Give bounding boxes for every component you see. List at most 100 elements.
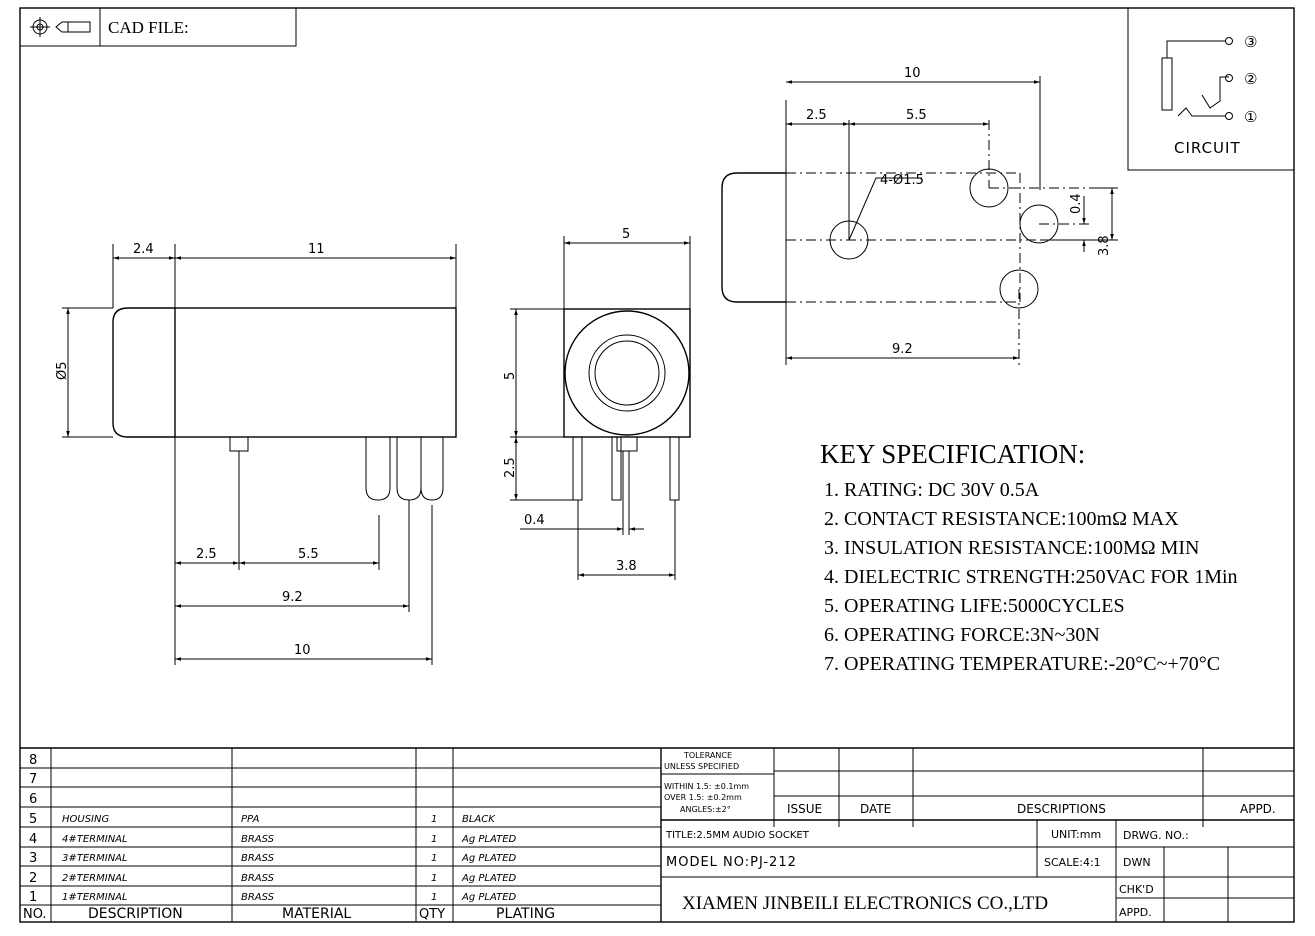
dim-top-5-5: 5.5 [906,108,927,123]
spec-item: 5. OPERATING LIFE:5000CYCLES [824,595,1125,617]
svg-text:Ag PLATED: Ag PLATED [461,892,517,903]
key-specification: KEY SPECIFICATION: 1. RATING: DC 30V 0.5… [820,439,1238,675]
svg-text:7: 7 [29,772,37,787]
dim-top-span: 3.8 [1097,235,1112,256]
spec-item: 6. OPERATING FORCE:3N~30N [824,624,1100,646]
svg-text:1: 1 [431,834,437,845]
tolerance-over: OVER 1.5: ±0.2mm [664,793,742,802]
svg-text:1: 1 [29,890,37,905]
dim-side-10: 10 [294,643,311,658]
circuit-label: CIRCUIT [1174,139,1241,157]
tolerance-heading: TOLERANCE [683,751,732,760]
dim-top-total: 10 [904,66,921,81]
drawn-by-label: DWN [1123,856,1151,869]
dim-diameter: Ø5 [55,361,70,380]
svg-text:8: 8 [29,753,37,768]
company-name: XIAMEN JINBEILI ELECTRONICS CO.,LTD [682,893,1048,914]
approved-by-label: APPD. [1119,906,1152,919]
spec-item: 1. RATING: DC 30V 0.5A [824,479,1040,501]
table-row: 4 4#TERMINAL BRASS 1 Ag PLATED [29,832,517,847]
bom-header-row: NO. DESCRIPTION MATERIAL QTY PLATING [23,906,555,922]
header-plating: PLATING [496,906,555,922]
date-label: DATE [860,802,891,816]
svg-text:BLACK: BLACK [462,814,496,825]
dim-top-9-2: 9.2 [892,342,913,357]
spec-item: 3. INSULATION RESISTANCE:100MΩ MIN [824,537,1200,559]
table-row: 3 3#TERMINAL BRASS 1 Ag PLATED [29,851,517,866]
svg-text:Ag PLATED: Ag PLATED [461,873,517,884]
unit-label: UNIT:mm [1051,828,1101,841]
dim-hole-callout: 4-Ø1.5 [880,173,924,188]
svg-text:1: 1 [431,873,437,884]
side-view: 2.4 11 Ø5 2.5 5.5 9.2 10 [55,242,457,665]
spec-heading: KEY SPECIFICATION: [820,439,1085,469]
svg-text:2#TERMINAL: 2#TERMINAL [62,873,128,884]
svg-text:2: 2 [29,871,37,886]
dim-front-width: 5 [622,227,630,242]
svg-text:3#TERMINAL: 3#TERMINAL [62,853,128,864]
header-material: MATERIAL [282,906,351,922]
tolerance-within: WITHIN 1.5: ±0.1mm [664,782,749,791]
table-row: 7 [29,772,37,787]
svg-text:6: 6 [29,792,37,807]
svg-text:Ag PLATED: Ag PLATED [461,853,517,864]
model-number: MODEL NO:PJ-212 [666,855,797,870]
cad-file-label: CAD FILE: [108,18,189,37]
issue-label: ISSUE [787,802,822,816]
svg-text:BRASS: BRASS [241,892,275,903]
sheet-border [19,7,1295,923]
circuit-pin-1: ① [1244,108,1257,126]
table-row: 8 [29,753,37,768]
cad-header: CAD FILE: [19,7,297,47]
bom-table: 8 7 6 5 HOUSING PPA 1 BLACK [20,747,1294,922]
table-row: 6 [29,792,37,807]
svg-text:BRASS: BRASS [241,853,275,864]
dim-side-5-5: 5.5 [298,547,319,562]
dim-front-height: 5 [503,372,518,380]
table-row: 2 2#TERMINAL BRASS 1 Ag PLATED [29,871,517,886]
table-row: 5 HOUSING PPA 1 BLACK [29,812,496,827]
svg-text:4: 4 [29,832,37,847]
dim-pin-span: 3.8 [616,559,637,574]
header-no: NO. [23,907,47,922]
svg-text:3: 3 [29,851,37,866]
scale-label: SCALE:4:1 [1044,856,1101,869]
title-block: TOLERANCE UNLESS SPECIFIED WITHIN 1.5: ±… [661,748,1294,922]
spec-item: 4. DIELECTRIC STRENGTH:250VAC FOR 1Min [824,566,1238,588]
svg-text:BRASS: BRASS [241,873,275,884]
svg-text:5: 5 [29,812,37,827]
descriptions-label: DESCRIPTIONS [1017,802,1106,816]
table-row: 1 1#TERMINAL BRASS 1 Ag PLATED [29,890,517,905]
circuit-box: ③ ② ① CIRCUIT [1127,7,1295,171]
header-description: DESCRIPTION [88,906,183,922]
svg-text:1: 1 [431,853,437,864]
svg-text:4#TERMINAL: 4#TERMINAL [62,834,128,845]
checked-by-label: CHK'D [1119,883,1154,896]
front-view: 5 5 2.5 0.4 3.8 [503,227,691,580]
svg-text:1#TERMINAL: 1#TERMINAL [62,892,128,903]
drawing-number-label: DRWG. NO.: [1123,829,1189,842]
tolerance-note: UNLESS SPECIFIED [664,762,739,771]
top-view: 10 2.5 5.5 4-Ø1.5 0.4 3.8 9.2 [721,66,1118,365]
svg-text:PPA: PPA [241,814,260,825]
tolerance-angles: ANGLES:±2° [680,805,731,814]
spec-item: 2. CONTACT RESISTANCE:100mΩ MAX [824,508,1179,530]
circuit-pin-3: ③ [1244,33,1257,51]
svg-text:Ag PLATED: Ag PLATED [461,834,517,845]
dim-pin-length: 2.5 [503,457,518,478]
projection-symbol-icon [30,17,91,37]
dim-body-length: 11 [308,242,325,257]
svg-text:HOUSING: HOUSING [62,814,109,825]
drawing-title: TITLE:2.5MM AUDIO SOCKET [665,830,810,841]
svg-text:1: 1 [431,814,437,825]
dim-pin-width: 0.4 [524,513,545,528]
dim-side-2-5: 2.5 [196,547,217,562]
dim-top-2-5: 2.5 [806,108,827,123]
dim-side-9-2: 9.2 [282,590,303,605]
dim-top-offset: 0.4 [1069,193,1084,214]
circuit-pin-2: ② [1244,70,1257,88]
spec-item: 7. OPERATING TEMPERATURE:-20°C~+70°C [824,653,1220,675]
appd-label: APPD. [1240,802,1276,816]
svg-text:BRASS: BRASS [241,834,275,845]
